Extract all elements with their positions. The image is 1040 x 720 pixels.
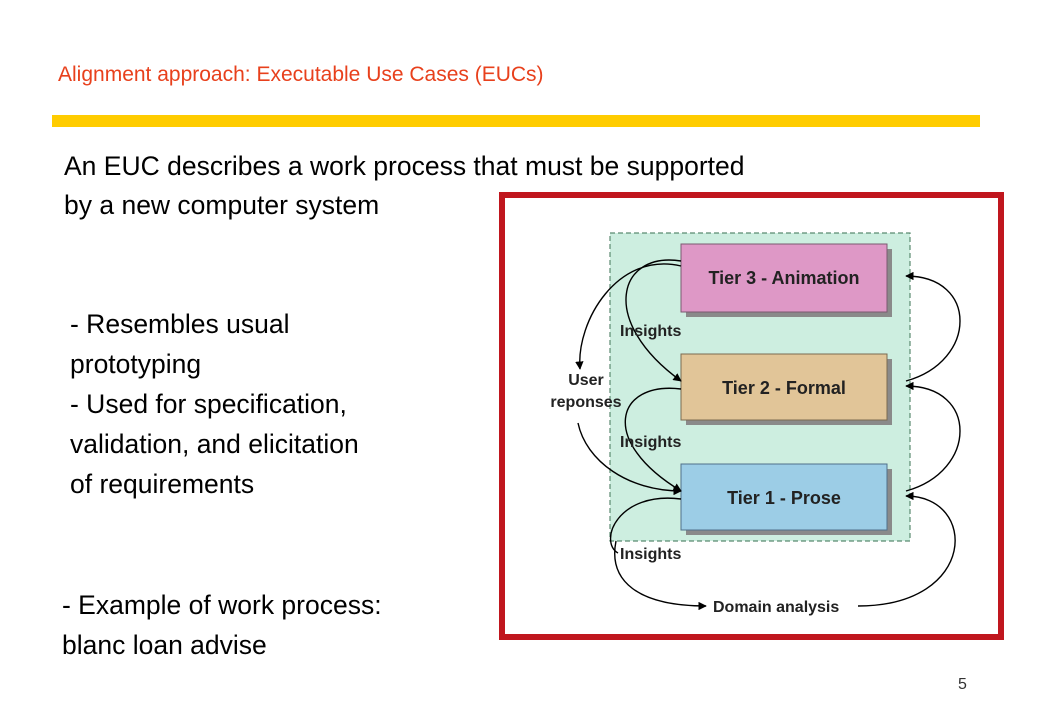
domain-analysis-arrow: [614, 540, 707, 611]
tier1-box: [680, 463, 888, 531]
insights-label: Insights: [620, 546, 681, 563]
tier2-box: [680, 353, 888, 421]
user-responses-label-line: reponses: [550, 394, 621, 411]
intro-line: by a new computer system: [64, 190, 380, 220]
user-responses-arrow: [577, 422, 682, 496]
tier3-label: Tier 3 - Animation: [708, 268, 859, 288]
intro-line: An EUC describes a work process that mus…: [64, 151, 745, 181]
page-number: 5: [958, 676, 967, 693]
intro-text: An EUC describes a work process that mus…: [64, 147, 745, 225]
bullet-list: - Resembles usual prototyping - Used for…: [70, 304, 359, 504]
insights-label: Insights: [620, 434, 681, 451]
bullet-line: - Resembles usual: [70, 309, 290, 339]
right-loop-arrow: [905, 271, 961, 382]
domain-analysis-label: Domain analysis: [713, 599, 839, 616]
slide-title: Alignment approach: Executable Use Cases…: [58, 63, 544, 86]
tier1-label: Tier 1 - Prose: [727, 488, 841, 508]
euc-tier-diagram: Tier 3 - Animation Tier 2 - Formal Tier …: [499, 192, 1004, 640]
insights-loop-arrow: [625, 259, 682, 382]
title-underline-bar: [52, 115, 980, 127]
tier2-label: Tier 2 - Formal: [722, 378, 846, 398]
bullet-line: prototyping: [70, 349, 202, 379]
right-loop-arrow: [905, 381, 961, 492]
user-responses-label-line: User: [568, 372, 604, 389]
example-line: blanc loan advise: [62, 630, 267, 660]
example-line: - Example of work process:: [62, 590, 382, 620]
example-text: - Example of work process: blanc loan ad…: [62, 585, 382, 665]
bullet-line: validation, and elicitation: [70, 429, 359, 459]
user-responses-arrow: [575, 263, 682, 370]
bullet-line: of requirements: [70, 469, 255, 499]
insights-loop-arrow: [609, 497, 682, 554]
insights-label: Insights: [620, 323, 681, 340]
right-loop-arrow: [857, 491, 956, 607]
tier3-box: [680, 243, 888, 313]
bullet-line: - Used for specification,: [70, 389, 347, 419]
insights-loop-arrow: [624, 387, 682, 492]
